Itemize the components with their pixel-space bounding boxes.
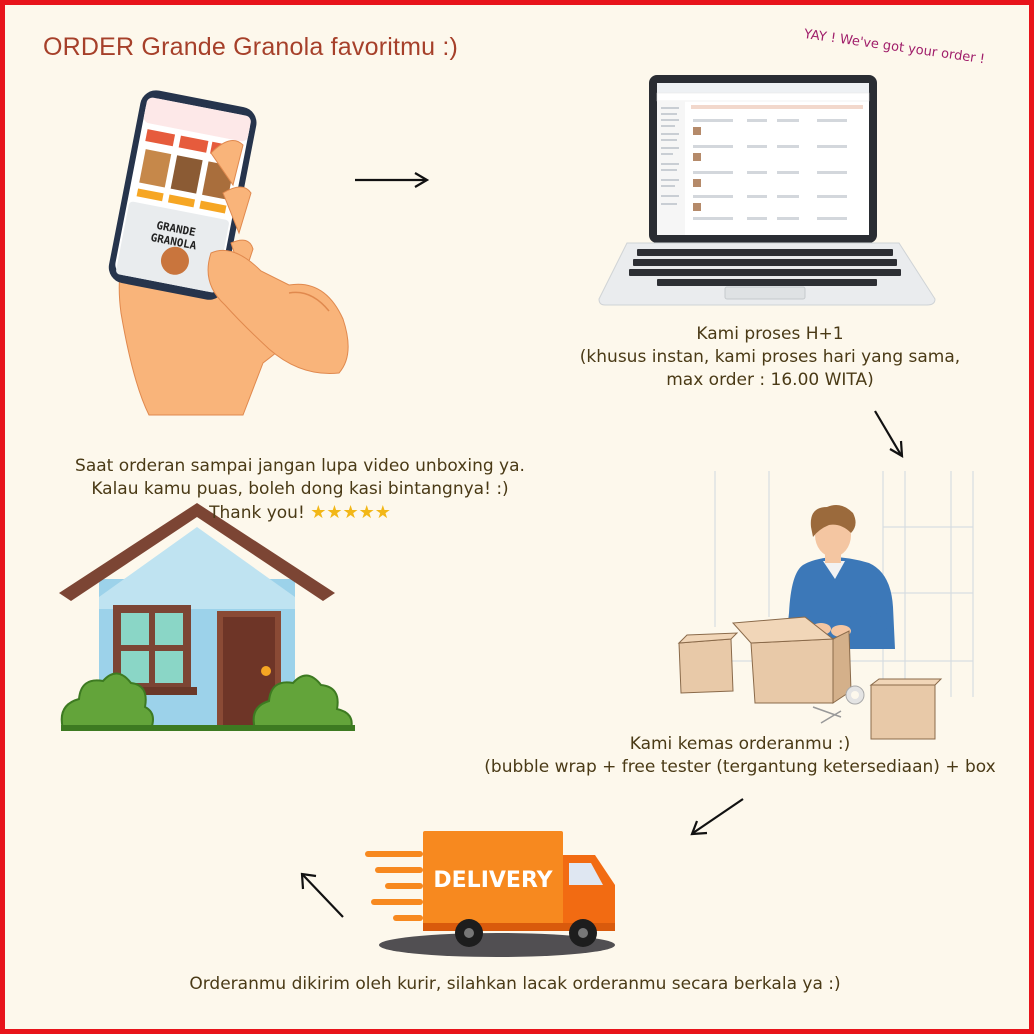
process-line-2: (khusus instan, kami proses hari yang sa… [579,347,961,367]
laptop-icon [598,75,936,306]
delivery-line-1: Orderanmu dikirim oleh kurir, silahkan l… [189,974,841,994]
page-title: ORDER Grande Granola favoritmu :) [43,33,459,61]
order-tagline: YAY ! We've got your order ! [802,27,986,68]
process-line-3: max order : 16.00 WITA) [666,370,874,390]
truck-label: DELIVERY [433,868,553,893]
arrive-line-3: Thank you! ★★★★★ [35,501,565,525]
rating-stars: ★★★★★ [310,502,391,523]
arrow-icon [874,410,904,458]
arrow-icon [300,872,344,918]
arrow-icon [355,172,430,188]
arrive-caption: Saat orderan sampai jangan lupa video un… [35,455,565,525]
house-icon [59,503,355,731]
process-caption: Kami proses H+1 (khusus instan, kami pro… [545,323,995,392]
arrow-icon [690,798,744,836]
thank-you-text: Thank you! [209,503,305,523]
delivery-truck-icon: DELIVERY [365,831,615,957]
pack-line-1: Kami kemas orderanmu :) [629,734,851,754]
arrive-line-1: Saat orderan sampai jangan lupa video un… [75,456,525,476]
process-line-1: Kami proses H+1 [696,324,844,344]
arrive-line-2: Kalau kamu puas, boleh dong kasi bintang… [91,479,509,499]
pack-line-2: (bubble wrap + free tester (tergantung k… [484,757,996,777]
delivery-caption: Orderanmu dikirim oleh kurir, silahkan l… [65,973,965,996]
phone-hand-icon: GRANDE GRANOLA [108,90,349,416]
pack-caption: Kami kemas orderanmu :) (bubble wrap + f… [445,733,1029,779]
packing-person-icon [677,471,974,740]
